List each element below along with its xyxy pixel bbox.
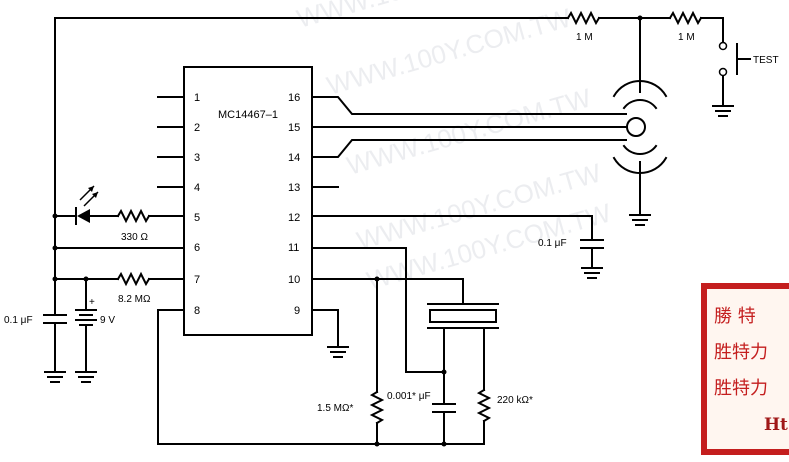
stamp-line-2: 胜特力 xyxy=(714,342,768,363)
resistor-1m-b xyxy=(668,10,703,26)
led-ray-1-head xyxy=(88,186,94,192)
input-traces xyxy=(311,96,628,158)
pin-7-label: 7 xyxy=(194,274,200,286)
chip-body xyxy=(183,66,313,336)
pin-16-label: 16 xyxy=(288,92,300,104)
label-battery: 9 V xyxy=(100,315,115,326)
pin9-wire xyxy=(311,309,339,348)
label-cap-left: 0.1 μF xyxy=(4,315,33,326)
ground-chamber xyxy=(629,214,651,226)
resistor-220k xyxy=(476,388,492,423)
oscillator-network: 1.5 MΩ* 0.001* μF 220 kΩ* xyxy=(311,247,533,447)
pin-6-label: 6 xyxy=(194,242,200,254)
battery-plus-sign: + xyxy=(89,297,95,308)
trace-pin16 xyxy=(311,96,627,115)
chamber-outer-arc-top xyxy=(612,79,668,98)
resistor-330 xyxy=(116,208,151,224)
pin-3-label: 3 xyxy=(194,152,200,164)
chamber-inner-arc-top xyxy=(622,99,658,110)
pin12-wire xyxy=(311,215,593,241)
led-diode xyxy=(77,209,90,223)
pin10-wire xyxy=(311,278,464,305)
top-wire-left xyxy=(54,17,569,217)
pin8-loop-wire xyxy=(157,309,445,445)
label-test: TEST xyxy=(753,55,779,66)
pin-15-label: 15 xyxy=(288,122,300,134)
chip-name: MC14467–1 xyxy=(218,109,278,121)
pin-11-label: 11 xyxy=(288,242,299,254)
pin-8-label: 8 xyxy=(194,305,200,317)
top-wire-right xyxy=(700,17,724,43)
piezo-element xyxy=(429,309,497,323)
supply-network: 8.2 MΩ 0.1 μF + 9 V xyxy=(4,215,185,383)
chip-mc14467: MC14467–1 1 2 3 4 5 6 7 8 16 15 14 13 12… xyxy=(157,66,339,336)
test-switch-contact-b xyxy=(718,67,728,77)
stamp-line-4: Ht xyxy=(764,415,788,435)
pin11-wire xyxy=(311,247,445,373)
label-r-1m-a: 1 M xyxy=(576,32,593,43)
resistor-1m-a xyxy=(566,10,601,26)
pin-4-label: 4 xyxy=(194,182,200,194)
ionization-chamber xyxy=(612,79,668,226)
label-r-1-5m: 1.5 MΩ* xyxy=(317,403,353,414)
pin-14-label: 14 xyxy=(288,152,300,164)
label-r-8-2m: 8.2 MΩ xyxy=(118,294,151,305)
pin9-ground xyxy=(311,309,349,358)
led-branch: 330 Ω xyxy=(52,185,185,243)
chamber-inner-arc-bottom xyxy=(622,144,658,155)
stamp-line-1: 勝 特 xyxy=(714,306,756,327)
label-cap-right: 0.1 μF xyxy=(538,238,567,249)
top-bias-network: 1 M 1 M TEST xyxy=(54,10,779,217)
label-r-1m-b: 1 M xyxy=(678,32,695,43)
pin-1-label: 1 xyxy=(194,92,200,104)
pin12-network: 0.1 μF xyxy=(311,215,604,279)
watermark-3: WWW.100Y.COM.TW xyxy=(343,82,594,181)
pin-9-label: 9 xyxy=(294,305,300,317)
pin-2-label: 2 xyxy=(194,122,200,134)
label-r-220k: 220 kΩ* xyxy=(497,395,533,406)
trace-pin14 xyxy=(311,139,627,158)
label-cap-001: 0.001* μF xyxy=(387,391,431,402)
ground-battery xyxy=(75,371,97,383)
watermark-layer: WWW.100Y.COM.TW WWW.100Y.COM.TW WWW.100Y… xyxy=(293,0,614,296)
led-ray-2-head xyxy=(92,192,98,198)
label-r-330: 330 Ω xyxy=(121,232,148,243)
stamp-border xyxy=(701,283,789,455)
resistor-8-2m xyxy=(116,271,151,287)
junction-cap-001 xyxy=(441,369,447,375)
resistor-1-5m xyxy=(369,390,385,425)
stamp-line-3: 胜特力 xyxy=(714,378,768,399)
junction-pin7-left xyxy=(52,276,58,282)
pin-13-label: 13 xyxy=(288,182,300,194)
pin-10-label: 10 xyxy=(288,274,300,286)
pin-5-label: 5 xyxy=(194,212,200,224)
distributor-stamp: 勝 特 胜特力 胜特力 Ht xyxy=(701,283,789,455)
pin-12-label: 12 xyxy=(288,212,300,224)
ground-test xyxy=(712,105,734,117)
junction-1-5m-bottom xyxy=(374,441,380,447)
test-switch-contact-a xyxy=(718,41,728,51)
chamber-electrode xyxy=(626,117,646,137)
ground-cap-right xyxy=(581,267,603,279)
ground-cap-left xyxy=(44,371,66,383)
